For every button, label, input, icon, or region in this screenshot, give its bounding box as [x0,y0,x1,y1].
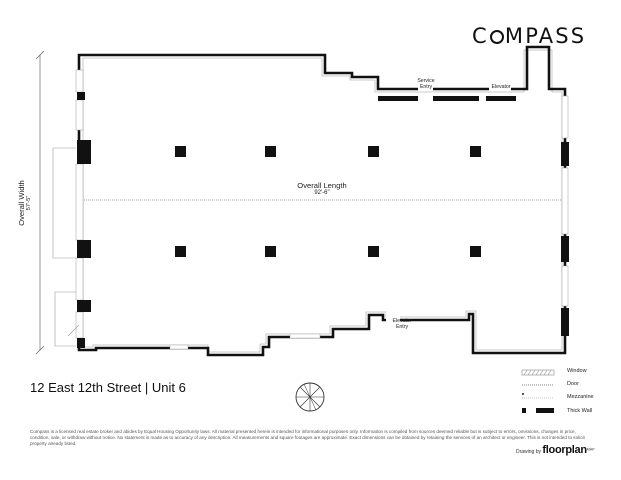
legend-thick-wall-icon [522,408,554,413]
thick-wall-block [77,338,85,348]
elevator-entry-opening [386,312,400,322]
service-entry-opening [418,87,433,91]
window-left-5 [75,311,84,339]
thick-wall-block [77,92,85,100]
top-wall-segments [378,96,516,101]
elevator-top-label: Elevator [491,84,511,90]
thick-wall-block [378,96,418,101]
left-windows [75,69,84,339]
left-thick-walls [77,92,91,348]
columns [175,146,481,257]
thick-wall-block [77,300,91,312]
legend-mezzanine-label: Mezzanine [567,394,594,400]
legend-thick-wall-label: Thick Wall [567,408,593,414]
service-entry-label: Service Entry [417,78,435,90]
window-left-2 [75,99,84,131]
column [265,246,276,257]
window-left-3 [75,163,84,241]
column [265,146,276,157]
thick-wall-block [486,96,516,101]
legend-row-mezzanine: Mezzanine [520,392,612,404]
window-right-2 [561,167,569,235]
bay-outline-lower [54,291,76,347]
column [175,246,186,257]
window-left-4 [75,257,84,301]
column [175,146,186,157]
overall-length-label: Overall Length 92'-6" [280,181,364,197]
legend-window-icon [521,369,555,376]
page-title: 12 East 12th Street | Unit 6 [30,380,186,395]
overall-width-label: Overall Width 57'-5" [17,158,33,248]
elevator-entry-label: Elevator Entry [392,318,412,330]
legend-window-label: Window [567,368,587,374]
interior-wall-outline [82,49,563,353]
logo-ring-icon [489,30,504,44]
thick-wall-block [77,140,91,164]
elevator-top-opening [489,87,511,91]
overall-width-dimension [35,50,45,355]
bay-outline-upper [52,147,76,259]
window-right-1 [561,95,569,139]
dimension-tick [35,50,45,60]
disclaimer-text: Compass is a licensed real estate broker… [30,429,585,446]
bottom-wall-window [169,344,189,350]
column [470,146,481,157]
thick-wall-block [77,240,91,258]
thick-wall-block [561,308,569,336]
overall-length-text: Overall Length [297,181,347,190]
floorplan-credit: Drawing by floorplanMAP [516,444,595,456]
legend-symbols [521,369,555,413]
window-left-1 [75,69,84,93]
legend-row-window: Window [520,366,612,378]
overall-length-value: 92'-6" [314,190,330,196]
legend-mezzanine-icon [522,393,554,399]
overall-width-text: Overall Width [17,180,26,226]
legend-door-label: Door [567,381,579,387]
right-windows [561,95,569,307]
column [470,246,481,257]
dimension-tick [35,345,45,355]
column [368,246,379,257]
window-right-3 [561,265,569,307]
credit-brand: floorplan [542,444,587,456]
thick-wall-block [561,142,569,166]
column [368,146,379,157]
entry-door-swing [67,324,80,337]
compass-rose-icon [295,382,325,412]
legend-row-thick-wall: Thick Wall [520,406,612,418]
right-thick-walls [561,142,569,336]
overall-width-value: 57'-5" [26,195,32,211]
thick-wall-block [561,236,569,262]
credit-suffix: MAP [586,447,595,452]
credit-prefix: Drawing by [516,449,542,455]
legend-row-door: Door [520,379,612,391]
thick-wall-block [433,96,479,101]
bottom-wall-window [289,333,321,339]
perimeter-wall [77,45,567,357]
